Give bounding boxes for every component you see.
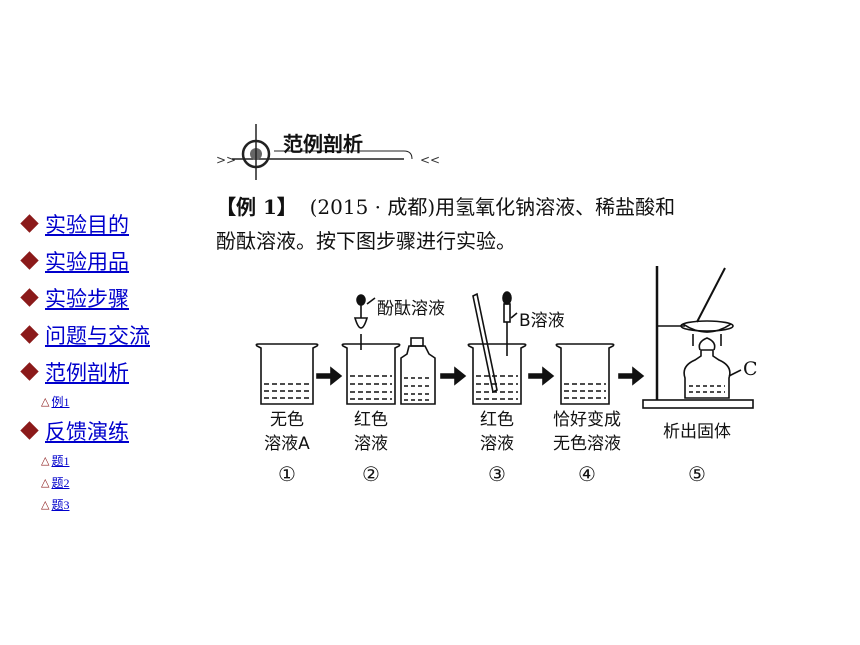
nav-link[interactable]: 实验步骤	[45, 286, 129, 311]
step-caption: 红色溶液	[354, 410, 388, 454]
step-number: ③	[488, 462, 506, 486]
nav-item-practice[interactable]: 反馈演练	[20, 412, 210, 449]
nav-sub-question-1[interactable]: △ 题1	[20, 449, 210, 471]
arrow-icon	[316, 366, 343, 386]
beaker-icon	[255, 343, 319, 405]
step-number: ④	[578, 462, 596, 486]
section-banner: >> <<	[216, 124, 440, 180]
nav-link[interactable]: 实验用品	[45, 249, 129, 274]
diamond-bullet-icon	[20, 214, 39, 233]
step-caption: 无色溶液A	[264, 410, 310, 454]
beaker-icon	[467, 343, 527, 405]
reagent-bottle-icon	[400, 337, 436, 405]
step-caption: 析出固体	[663, 422, 731, 442]
nav-item-examples[interactable]: 范例剖析	[20, 353, 210, 390]
nav-sub-example-1[interactable]: △ 例1	[20, 390, 210, 412]
arrow-icon	[440, 366, 467, 386]
step-number: ②	[362, 462, 380, 486]
svg-text:<<: <<	[420, 153, 440, 167]
label-c: C	[743, 358, 758, 380]
reagent-label-2: B溶液	[519, 311, 565, 331]
step-caption: 恰好变成无色溶液	[553, 410, 621, 454]
triangle-bullet-icon: △	[41, 453, 50, 467]
nav-item-supplies[interactable]: 实验用品	[20, 242, 210, 279]
evaporation-setup-icon	[642, 266, 754, 409]
nav-sub-question-2[interactable]: △ 题2	[20, 471, 210, 493]
section-title: 范例剖析	[283, 132, 363, 156]
nav-link[interactable]: 问题与交流	[45, 323, 150, 348]
triangle-bullet-icon: △	[41, 497, 50, 511]
dropper-icon	[353, 294, 369, 350]
arrow-icon	[618, 366, 645, 386]
step-number: ①	[278, 462, 296, 486]
outline-nav: 实验目的 实验用品 实验步骤 问题与交流 范例剖析 △ 例1 反馈演练 △ 题1…	[20, 205, 210, 515]
problem-text: 【例 1】 (2015 · 成都)用氢氧化钠溶液、稀盐酸和 酚酞溶液。按下图步骤…	[216, 190, 776, 258]
diamond-bullet-icon	[20, 288, 39, 307]
diamond-bullet-icon	[20, 362, 39, 381]
nav-sub-question-3[interactable]: △ 题3	[20, 493, 210, 515]
nav-item-purpose[interactable]: 实验目的	[20, 205, 210, 242]
apparatus-drawing	[255, 266, 754, 409]
nav-sub-link[interactable]: 题2	[51, 475, 70, 490]
svg-text:>>: >>	[216, 153, 236, 167]
arrow-icon	[528, 366, 555, 386]
example-label: 【例 1】	[216, 195, 297, 219]
diamond-bullet-icon	[20, 421, 39, 440]
nav-sub-link[interactable]: 例1	[51, 394, 70, 409]
nav-sub-link[interactable]: 题1	[51, 453, 70, 468]
nav-item-steps[interactable]: 实验步骤	[20, 279, 210, 316]
beaker-icon	[341, 343, 401, 405]
step-number: ⑤	[688, 462, 706, 486]
problem-line-1: (2015 · 成都)用氢氧化钠溶液、稀盐酸和	[309, 195, 676, 219]
triangle-bullet-icon: △	[41, 475, 50, 489]
diamond-bullet-icon	[20, 325, 39, 344]
nav-item-questions[interactable]: 问题与交流	[20, 316, 210, 353]
problem-line-2: 酚酞溶液。按下图步骤进行实验。	[216, 229, 516, 253]
reagent-label-1: 酚酞溶液	[377, 299, 445, 319]
nav-sub-link[interactable]: 题3	[51, 497, 70, 512]
nav-link[interactable]: 反馈演练	[45, 419, 129, 444]
beaker-icon	[555, 343, 615, 405]
nav-link[interactable]: 范例剖析	[45, 360, 129, 385]
nav-link[interactable]: 实验目的	[45, 212, 129, 237]
step-caption: 红色溶液	[480, 410, 514, 454]
diamond-bullet-icon	[20, 251, 39, 270]
triangle-bullet-icon: △	[41, 394, 50, 408]
experiment-figure: 酚酞溶液 B溶液 C 无色溶液A 红色溶液 红色溶液 恰好变成无色溶液 析出固体…	[245, 258, 785, 488]
stirring-rod-icon	[472, 292, 498, 394]
dropper-icon	[502, 291, 512, 356]
